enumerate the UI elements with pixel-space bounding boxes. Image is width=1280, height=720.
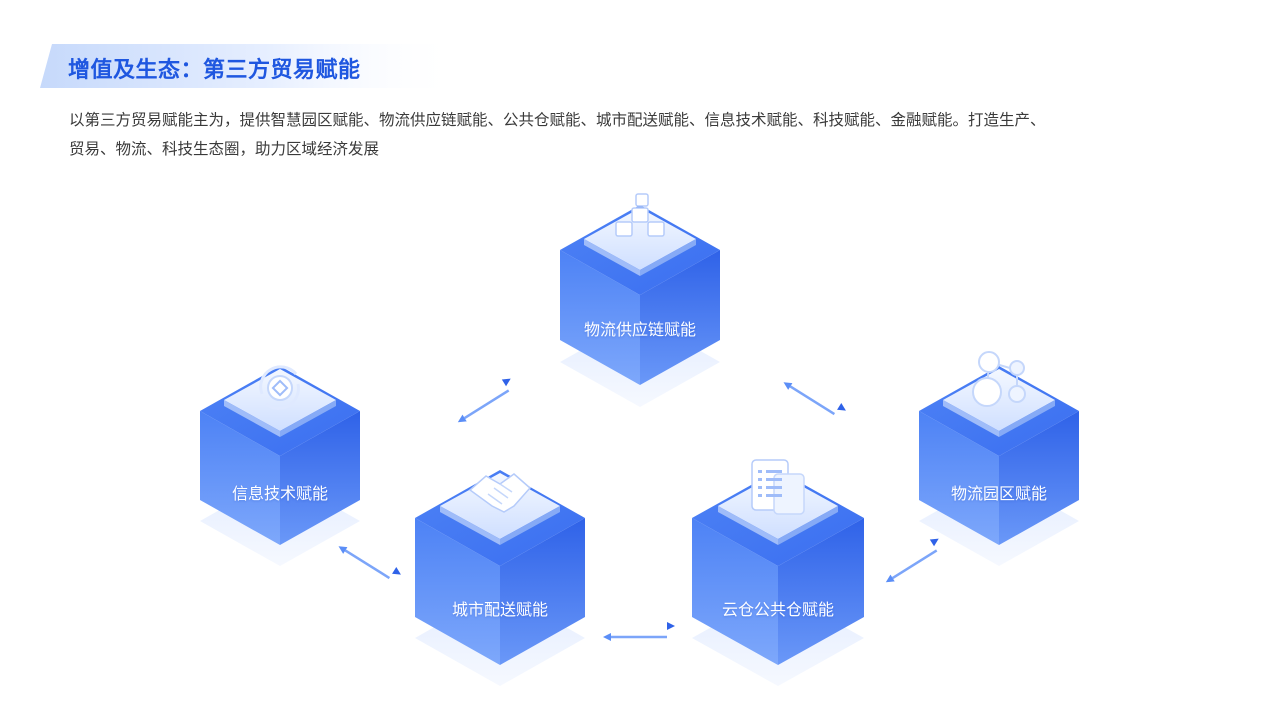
title-bar: 增值及生态：第三方贸易赋能	[40, 44, 460, 88]
coin-cycle-icon	[259, 365, 300, 410]
title-background	[40, 44, 460, 88]
node-label-info-tech: 信息技术赋能	[231, 484, 328, 503]
node-city-delivery	[415, 470, 585, 686]
arrow-supply-park	[783, 377, 846, 416]
node-park	[919, 351, 1079, 566]
node-label-cloud-warehouse: 云仓公共仓赋能	[721, 600, 834, 619]
description-line-2: 贸易、物流、科技生态圈，助力区域经济发展	[69, 140, 380, 158]
node-cloud-warehouse	[692, 459, 864, 686]
page-title: 增值及生态：第三方贸易赋能	[68, 58, 361, 83]
description-line-1: 以第三方贸易赋能主为，提供智慧园区赋能、物流供应链赋能、公共仓赋能、城市配送赋能…	[69, 111, 1046, 129]
network-icon	[972, 351, 1026, 407]
blocks-icon	[615, 193, 665, 237]
node-label-park: 物流园区赋能	[950, 484, 1047, 503]
arrow-cloud-park	[885, 538, 939, 583]
node-label-city-delivery: 城市配送赋能	[451, 600, 548, 619]
arrow-city-cloud	[603, 622, 675, 641]
description: 以第三方贸易赋能主为，提供智慧园区赋能、物流供应链赋能、公共仓赋能、城市配送赋能…	[69, 106, 1219, 164]
node-label-supply-chain: 物流供应链赋能	[583, 320, 696, 339]
handshake-icon	[468, 473, 532, 513]
arrow-info-city	[338, 541, 401, 580]
node-info-tech	[200, 365, 360, 566]
node-supply-chain	[560, 193, 720, 407]
arrow-info-supply	[457, 378, 511, 423]
document-icon	[751, 459, 805, 515]
